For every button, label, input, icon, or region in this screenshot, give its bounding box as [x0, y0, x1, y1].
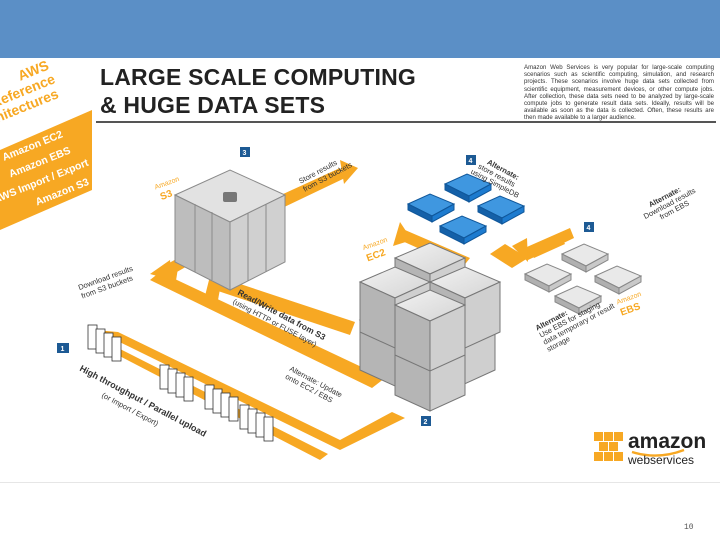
s3-store-arrow: [270, 160, 358, 210]
ec2-compute-icon: [358, 242, 502, 412]
logo-smile-icon: [631, 448, 685, 457]
description-text: Amazon Web Services is very popular for …: [524, 64, 714, 122]
simpledb-icon: [406, 173, 526, 245]
title-line-1: LARGE SCALE COMPUTING: [100, 64, 416, 90]
ebs-volume-icon: [523, 243, 643, 315]
aws-cubes-icon: [594, 432, 623, 461]
sidebar-banner: AWS Reference Architectures Amazon EC2 A…: [0, 57, 92, 230]
step-3-badge: 3: [243, 150, 247, 157]
amazon-web-services-logo: amazon webservices: [592, 424, 714, 468]
step-badges: 3 4 4 1 2: [57, 147, 594, 426]
step-4b-badge: 4: [587, 225, 591, 232]
page-number: 10: [684, 523, 694, 532]
upload-server-racks: [87, 324, 274, 442]
step-2-badge: 2: [424, 419, 428, 426]
title-rule: [96, 121, 716, 123]
step-1-badge: 1: [61, 346, 65, 353]
logo-amazon-text: amazon: [628, 430, 706, 453]
s3-label-2: S3: [159, 188, 175, 203]
ebs-download-arrow: [512, 228, 574, 262]
s3-storage-icon: [173, 169, 287, 291]
footer-divider: [0, 482, 720, 483]
logo-webservices-text: webservices: [627, 453, 694, 467]
header-bar: [0, 0, 720, 58]
step-4a-badge: 4: [469, 158, 473, 165]
title-line-2: & HUGE DATA SETS: [100, 92, 326, 118]
page-title: LARGE SCALE COMPUTING & HUGE DATA SETS: [100, 63, 500, 119]
